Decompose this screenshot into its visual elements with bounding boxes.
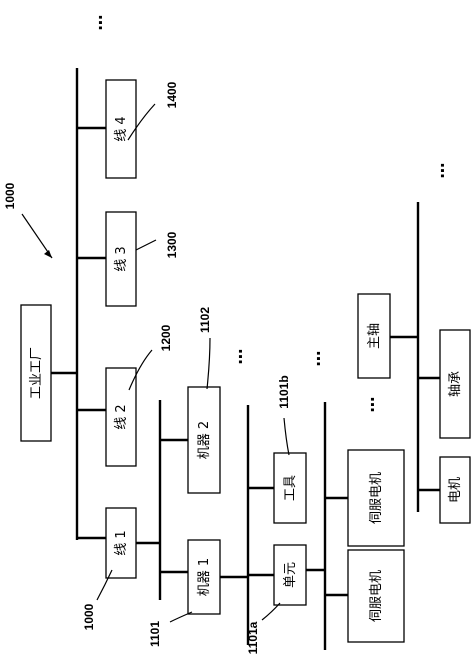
tool-node: 工具	[273, 452, 307, 524]
ref-1400: 1400	[165, 81, 179, 108]
line2-label: 线 2	[114, 404, 129, 429]
servo-motor-1-node: 伺服电机	[347, 549, 405, 643]
unit-label: 单元	[283, 562, 298, 588]
spindle-node: 主轴	[357, 293, 391, 379]
plant-node: 工业工厂	[20, 304, 52, 442]
ref-1200: 1200	[159, 324, 173, 351]
line1-node: 线 1	[105, 507, 137, 579]
ref-1300: 1300	[165, 231, 179, 258]
machine2-label: 机器 2	[197, 421, 212, 459]
servo-motor-2-node: 伺服电机	[347, 449, 405, 547]
machine1-label: 机器 1	[197, 558, 212, 596]
spindle-label: 主轴	[367, 323, 382, 349]
motor-node: 电机	[439, 456, 471, 524]
line4-node: 线 4	[105, 79, 137, 179]
reference-numerals: 1000 1400 1300 1200 1102 1101b 1000 1101…	[3, 81, 291, 654]
ellipsis-servo: ⋯	[363, 396, 382, 413]
ref-1101: 1101	[148, 621, 162, 647]
servo-motor-2-label: 伺服电机	[369, 472, 384, 524]
line3-label: 线 3	[114, 246, 129, 271]
bearing-node: 轴承	[439, 329, 471, 439]
reference-leaders	[21, 103, 290, 623]
tool-label: 工具	[283, 475, 298, 501]
ellipsis-bearing: ⋯	[433, 162, 452, 179]
line1-label: 线 1	[114, 530, 129, 555]
ellipsis-machine: ⋯	[231, 348, 250, 365]
ellipsis-unit: ⋯	[309, 350, 328, 367]
machine1-node: 机器 1	[187, 539, 221, 615]
servo-motor-1-label: 伺服电机	[369, 570, 384, 622]
ref-1101a: 1101a	[246, 621, 260, 654]
bearing-label: 轴承	[448, 371, 463, 397]
line2-node: 线 2	[105, 367, 137, 467]
unit-node: 单元	[273, 544, 307, 606]
ref-1101b: 1101b	[277, 375, 291, 408]
line3-node: 线 3	[105, 211, 137, 307]
line4-label: 线 4	[114, 116, 129, 141]
ref-1000-bottom: 1000	[82, 603, 96, 630]
plant-label: 工业工厂	[29, 347, 44, 399]
motor-label: 电机	[448, 477, 463, 503]
machine2-node: 机器 2	[187, 386, 221, 494]
connector-lines	[51, 68, 440, 650]
ref-1000-top: 1000	[3, 182, 17, 209]
continuation-marks: ⋯ ⋯ ⋯ ⋯ ⋯	[91, 14, 452, 413]
ref-1102: 1102	[198, 307, 212, 333]
ellipsis-top: ⋯	[91, 14, 110, 31]
